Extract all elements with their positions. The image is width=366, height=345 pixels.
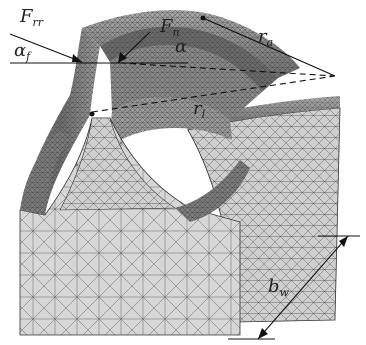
root-point [89, 111, 95, 117]
svg-text:rl: rl [193, 98, 206, 121]
annotation-lines [9, 17, 360, 340]
label-force-fr: Frr [19, 6, 44, 29]
force-fr-arrowhead [72, 54, 82, 62]
svg-text:Fn: Fn [159, 16, 180, 39]
gear-front-face [19, 117, 250, 336]
width-bw-arrow-top [339, 236, 348, 247]
label-angle-alpha-f: αf [14, 40, 32, 63]
radius-ra-line [202, 17, 336, 77]
label-angle-alpha: α [175, 36, 187, 57]
svg-text:α: α [175, 36, 187, 57]
label-force-fn: Fn [159, 16, 180, 39]
label-radius-ra: ra [258, 26, 273, 49]
svg-text:bw: bw [268, 276, 290, 299]
svg-text:Frr: Frr [19, 6, 44, 29]
gear-tooth [20, 10, 300, 215]
width-bw-arrow-bottom [258, 328, 268, 339]
force-fr-line [9, 33, 83, 63]
label-radius-rl: rl [193, 98, 206, 121]
width-bw-dimension-line [257, 235, 349, 340]
force-fn-arrowhead [118, 52, 127, 63]
svg-text:ra: ra [258, 26, 273, 49]
svg-text:αf: αf [14, 40, 32, 63]
label-width-bw: bw [268, 276, 290, 299]
dashed-to-apex-line [119, 62, 336, 77]
tooth-tip-point [200, 15, 206, 21]
radius-rl-line [91, 75, 336, 113]
